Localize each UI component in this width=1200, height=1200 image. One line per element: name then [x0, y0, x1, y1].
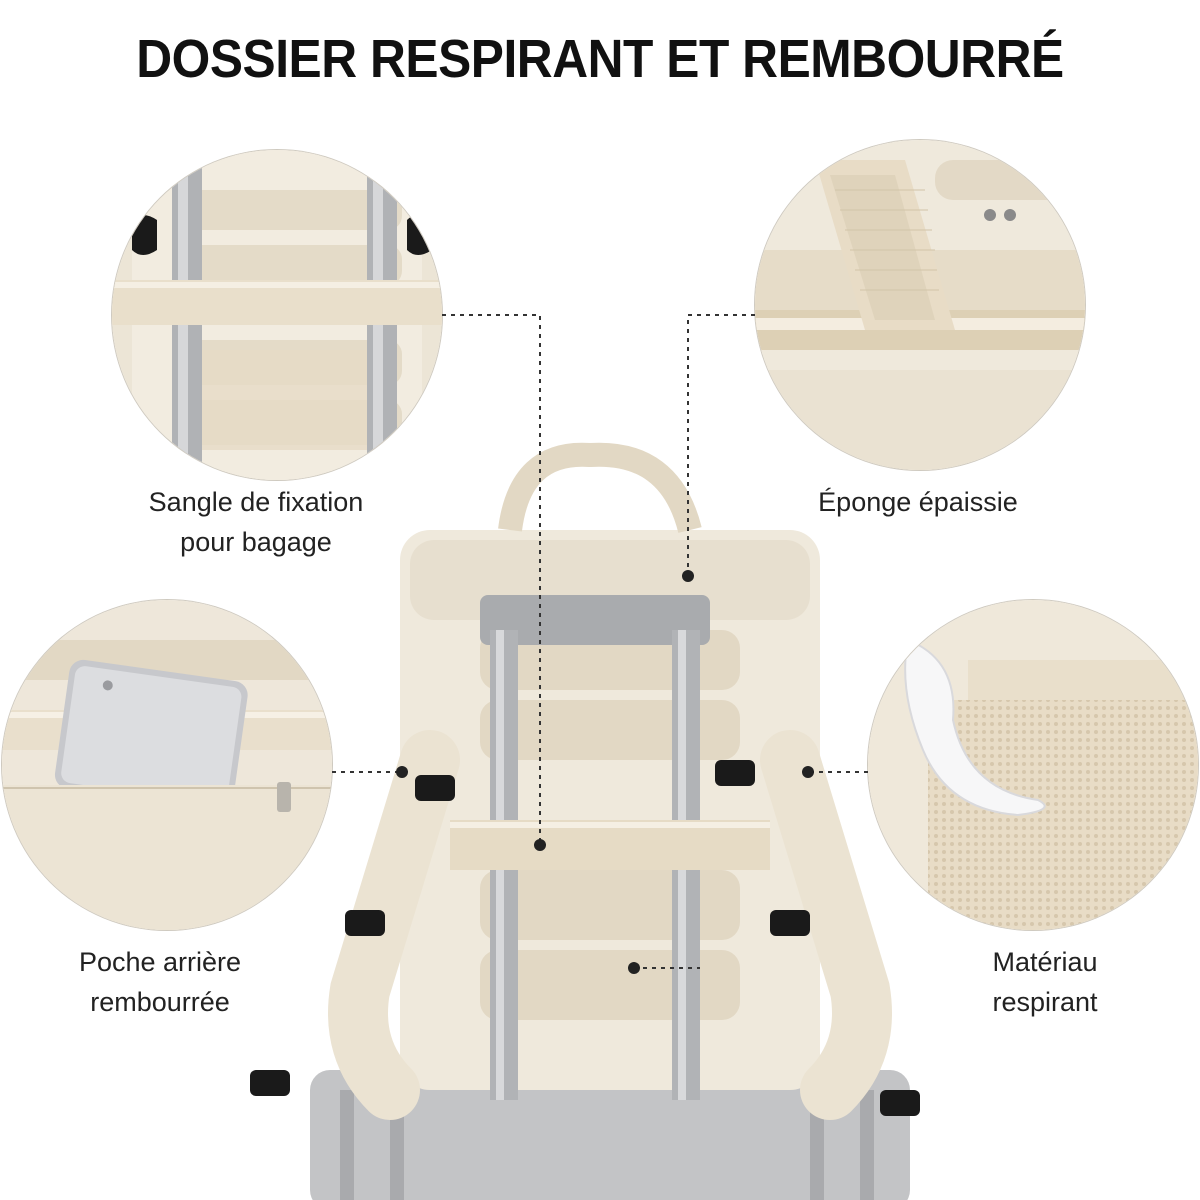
- breathable-caption-line1: Matériau: [992, 947, 1098, 977]
- thick-sponge-caption: Éponge épaissie: [738, 482, 1098, 522]
- luggage-strap-caption-line1: Sangle de fixation: [148, 487, 364, 517]
- breathable-caption: Matériau respirant: [865, 942, 1200, 1022]
- breathable-caption-line2: respirant: [992, 987, 1098, 1017]
- back-pocket-caption: Poche arrière rembourrée: [0, 942, 340, 1022]
- thick-sponge-caption-line1: Éponge épaissie: [818, 487, 1018, 517]
- back-pocket-caption-line2: rembourrée: [90, 987, 230, 1017]
- thick-sponge-detail-image: [755, 140, 1085, 470]
- back-pocket-caption-line1: Poche arrière: [78, 947, 242, 977]
- luggage-strap-caption-line2: pour bagage: [180, 527, 332, 557]
- luggage-strap-caption: Sangle de fixation pour bagage: [76, 482, 436, 562]
- luggage-strap-detail-image: [112, 150, 442, 480]
- page-title: DOSSIER RESPIRANT ET REMBOURRÉ: [136, 29, 1064, 89]
- backpack-on-luggage-image: [250, 430, 970, 1200]
- breathable-material-detail-image: [868, 600, 1198, 930]
